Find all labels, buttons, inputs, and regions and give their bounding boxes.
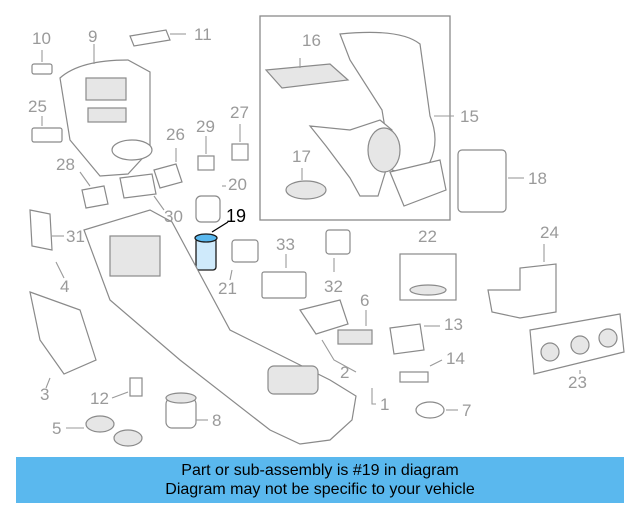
callout-14: 14 [446,349,465,368]
callout-15: 15 [460,107,479,126]
callout-6: 6 [360,291,369,310]
callout-29: 29 [196,117,215,136]
callout-27: 27 [230,103,249,122]
callout-5: 5 [52,419,61,438]
part-19-highlighted [194,221,229,271]
part-17 [285,168,327,200]
part-23 [529,313,625,375]
callout-33: 33 [276,235,295,254]
callout-20: 20 [228,175,247,194]
part-24 [487,244,557,319]
callout-28: 28 [56,155,75,174]
part-16-tray [264,58,350,89]
callout-8: 8 [212,411,221,430]
callout-17: 17 [292,147,311,166]
part-6 [337,310,373,345]
callout-26: 26 [166,125,185,144]
part-29 [197,136,215,171]
callout-7: 7 [462,401,471,420]
callout-13: 13 [444,315,463,334]
part-14 [399,359,443,383]
callout-23: 23 [568,373,587,392]
parts-diagram: 10 9 11 16 15 25 27 29 26 17 28 18 20 30… [28,15,625,447]
callout-2: 2 [340,363,349,382]
part-22 [399,253,457,301]
info-banner: Part or sub-assembly is #19 in diagram D… [16,457,624,503]
part-11 [129,29,186,47]
banner-line-1: Part or sub-assembly is #19 in diagram [181,462,459,479]
part-3 [29,291,97,389]
callout-10: 10 [32,29,51,48]
part-32 [325,229,351,272]
callout-30: 30 [164,207,183,226]
part-25 [31,116,63,143]
callout-3: 3 [40,385,49,404]
callout-22: 22 [418,227,437,246]
part-15-armrest [308,31,454,207]
part-2-trim [299,299,357,373]
part-4 [55,261,65,279]
part-31 [29,209,64,251]
callout-labels: 10 9 11 16 15 25 27 29 26 17 28 18 20 30… [28,25,587,438]
callout-4: 4 [60,277,69,296]
part-12 [111,377,143,399]
callout-18: 18 [528,169,547,188]
callout-21: 21 [218,279,237,298]
part-20 [195,185,226,223]
part-10 [31,50,53,75]
part-8 [165,392,208,429]
callout-24: 24 [540,223,559,242]
armrest-inset-box [259,15,451,221]
part-33 [261,254,307,299]
callout-1: 1 [380,395,389,414]
part-26 [153,148,183,189]
part-30 [119,173,165,211]
callout-9: 9 [88,27,97,46]
callout-19: 19 [226,206,246,226]
callout-25: 25 [28,97,47,116]
part-5 [66,415,143,447]
callout-16: 16 [302,31,321,50]
part-18 [457,149,524,213]
part-28 [79,171,109,209]
part-7 [415,401,458,419]
part-13 [389,323,440,355]
part-1-console [83,209,376,445]
callout-32: 32 [324,277,343,296]
callout-11: 11 [194,25,212,44]
part-21 [229,239,259,281]
callout-31: 31 [66,227,85,246]
part-9-bezel [59,44,153,177]
part-27 [231,124,249,161]
callout-12: 12 [90,389,109,408]
banner-line-2: Diagram may not be specific to your vehi… [165,481,475,498]
